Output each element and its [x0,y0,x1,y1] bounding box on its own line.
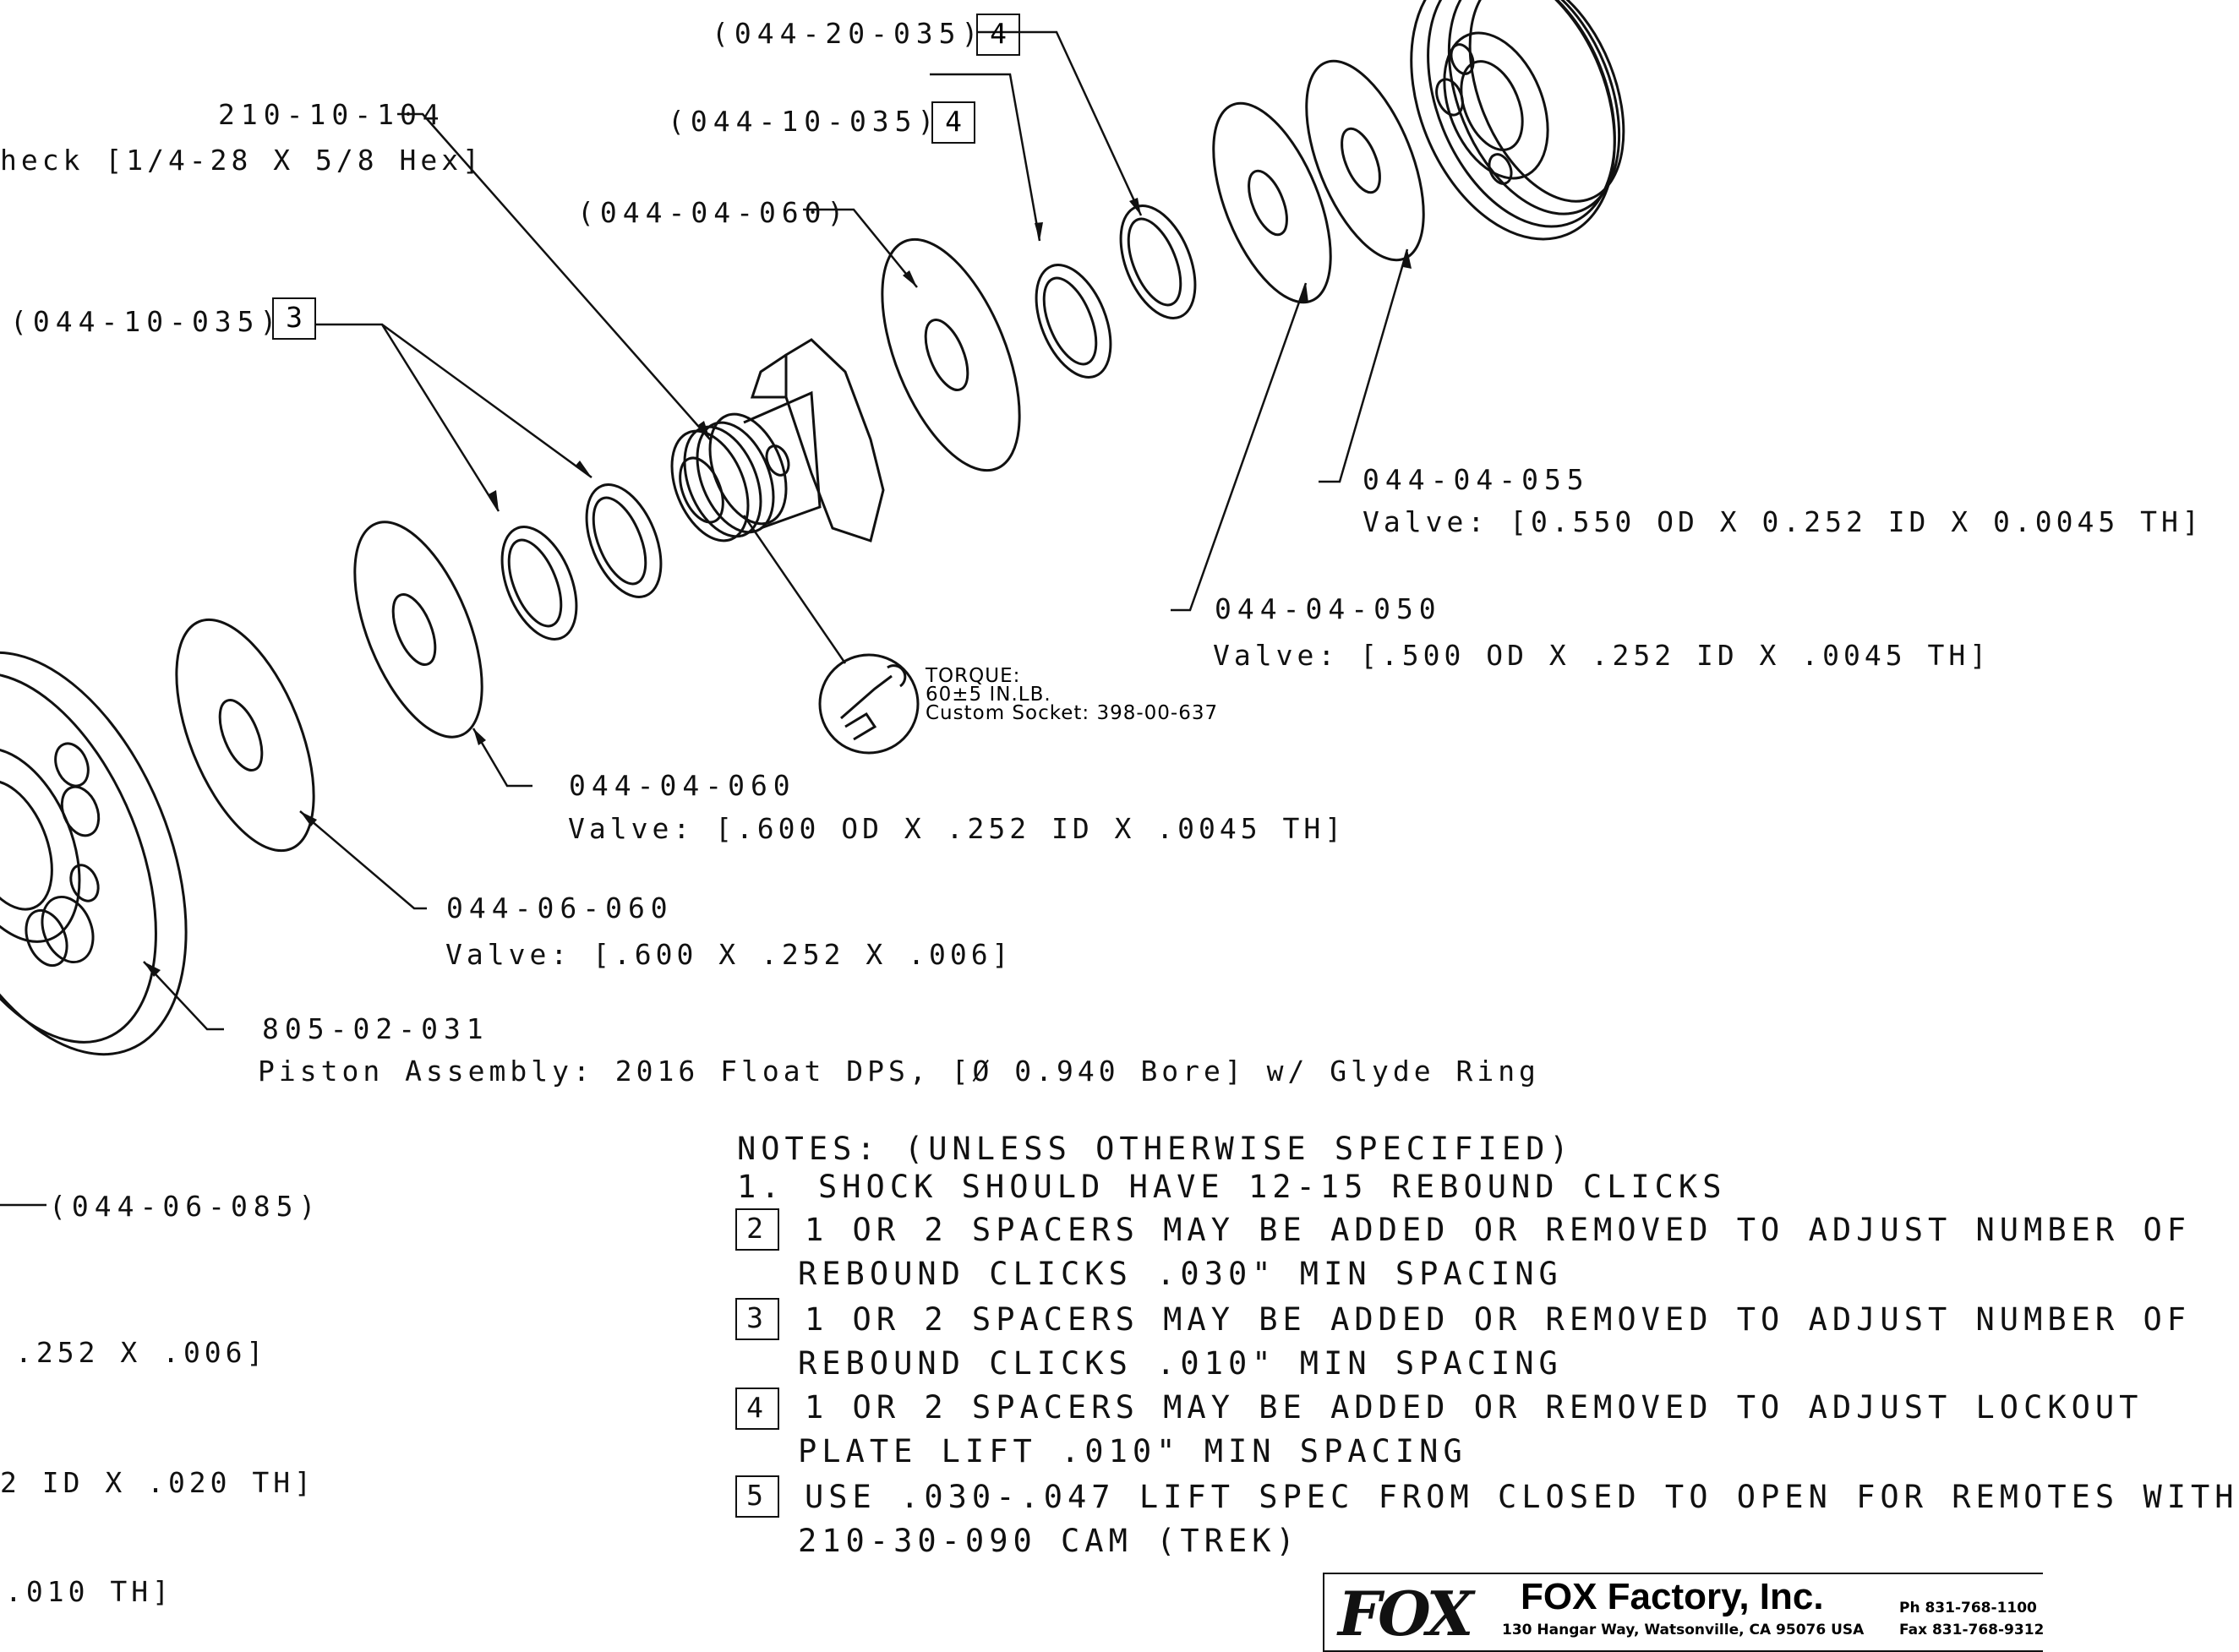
note-4-text-b: PLATE LIFT .010" MIN SPACING [798,1433,1467,1469]
company-fax: Fax 831-768-9312 [1899,1622,2045,1638]
note-1-text: SHOCK SHOULD HAVE 12-15 REBOUND CLICKS [818,1169,1727,1205]
piston-assembly [0,651,188,1056]
shim-stack-lower [175,483,663,853]
note-5-box: 5 [735,1475,779,1518]
note-3-box: 3 [735,1298,779,1340]
company-phone: Ph 831-768-1100 [1899,1600,2037,1617]
note-box-4a: 4 [976,14,1020,56]
pn-044-04-055: 044-04-055 [1363,463,1590,496]
pn-210-10-104: 210-10-104 [218,98,445,131]
note-2-box: 2 [735,1208,779,1251]
ref-044-10-035-left: (044-10-035) [10,305,283,338]
note-1-number: 1. [737,1169,785,1205]
pn-805-02-031: 805-02-031 [262,1012,489,1045]
note-box-3: 3 [272,297,316,340]
pn-044-04-060: 044-04-060 [569,769,796,802]
ref-044-06-085: (044-06-085) [49,1190,322,1223]
note-box-4b: 4 [931,101,975,144]
desc-044-04-060: Valve: [.600 OD X .252 ID X .0045 TH] [568,812,1346,845]
desc-210-10-104: heck [1/4-28 X 5/8 Hex] [0,144,483,177]
note-4-box: 4 [735,1388,779,1430]
torque-value: 60±5 IN.LB. [926,684,1051,706]
ref-044-04-060-top: (044-04-060) [577,196,850,229]
note-2-text-a: 1 OR 2 SPACERS MAY BE ADDED OR REMOVED T… [805,1212,2192,1248]
note-3-text-b: REBOUND CLICKS .010" MIN SPACING [798,1345,1563,1382]
torque-title: TORQUE: [926,665,1021,687]
top-piston [1410,0,1625,241]
check-valve-bolt [670,338,885,542]
desc-044-04-055: Valve: [0.550 OD X 0.252 ID X 0.0045 TH] [1363,505,2204,538]
pn-044-04-050: 044-04-050 [1215,592,1442,625]
ref-044-10-035-top: (044-10-035) [668,105,941,138]
torque-wrench-icon [818,653,920,755]
torque-spec: TORQUE: 60±5 IN.LB. Custom Socket: 398-0… [926,665,1219,724]
torque-socket: Custom Socket: 398-00-637 [926,702,1219,724]
desc-044-04-050: Valve: [.500 OD X .252 ID X .0045 TH] [1213,639,1991,672]
fox-logo: FOX [1338,1578,1473,1649]
note-5-text-a: USE .030-.047 LIFT SPEC FROM CLOSED TO O… [805,1479,2239,1515]
note-2-text-b: REBOUND CLICKS .030" MIN SPACING [798,1256,1563,1292]
note-3-text-a: 1 OR 2 SPACERS MAY BE ADDED OR REMOVED T… [805,1301,2192,1338]
title-block: FOX FOX Factory, Inc. 130 Hangar Way, Wa… [1323,1573,2045,1652]
pn-044-06-060: 044-06-060 [446,891,674,924]
company-name: FOX Factory, Inc. [1521,1576,1824,1617]
notes-title: NOTES: (UNLESS OTHERWISE SPECIFIED) [737,1131,1574,1167]
leader-lines [0,30,1409,1207]
drawing-linework [0,0,1625,1207]
note-5-text-b: 210-30-090 CAM (TREK) [798,1523,1300,1559]
arrow-heads [144,198,1412,977]
desc-805-02-031: Piston Assembly: 2016 Float DPS, [Ø 0.94… [258,1055,1540,1088]
note-4-text-a: 1 OR 2 SPACERS MAY BE ADDED OR REMOVED T… [805,1389,2143,1426]
desc-044-06-060: Valve: [.600 X .252 X .006] [445,938,1013,971]
ref-044-20-035: (044-20-035) [712,17,985,50]
desc-cut-3: .010 TH] [5,1575,173,1608]
desc-cut-2: 2 ID X .020 TH] [0,1466,316,1499]
desc-cut-1: .252 X .006] [15,1336,268,1369]
company-address: 130 Hangar Way, Watsonville, CA 95076 US… [1502,1622,1865,1638]
